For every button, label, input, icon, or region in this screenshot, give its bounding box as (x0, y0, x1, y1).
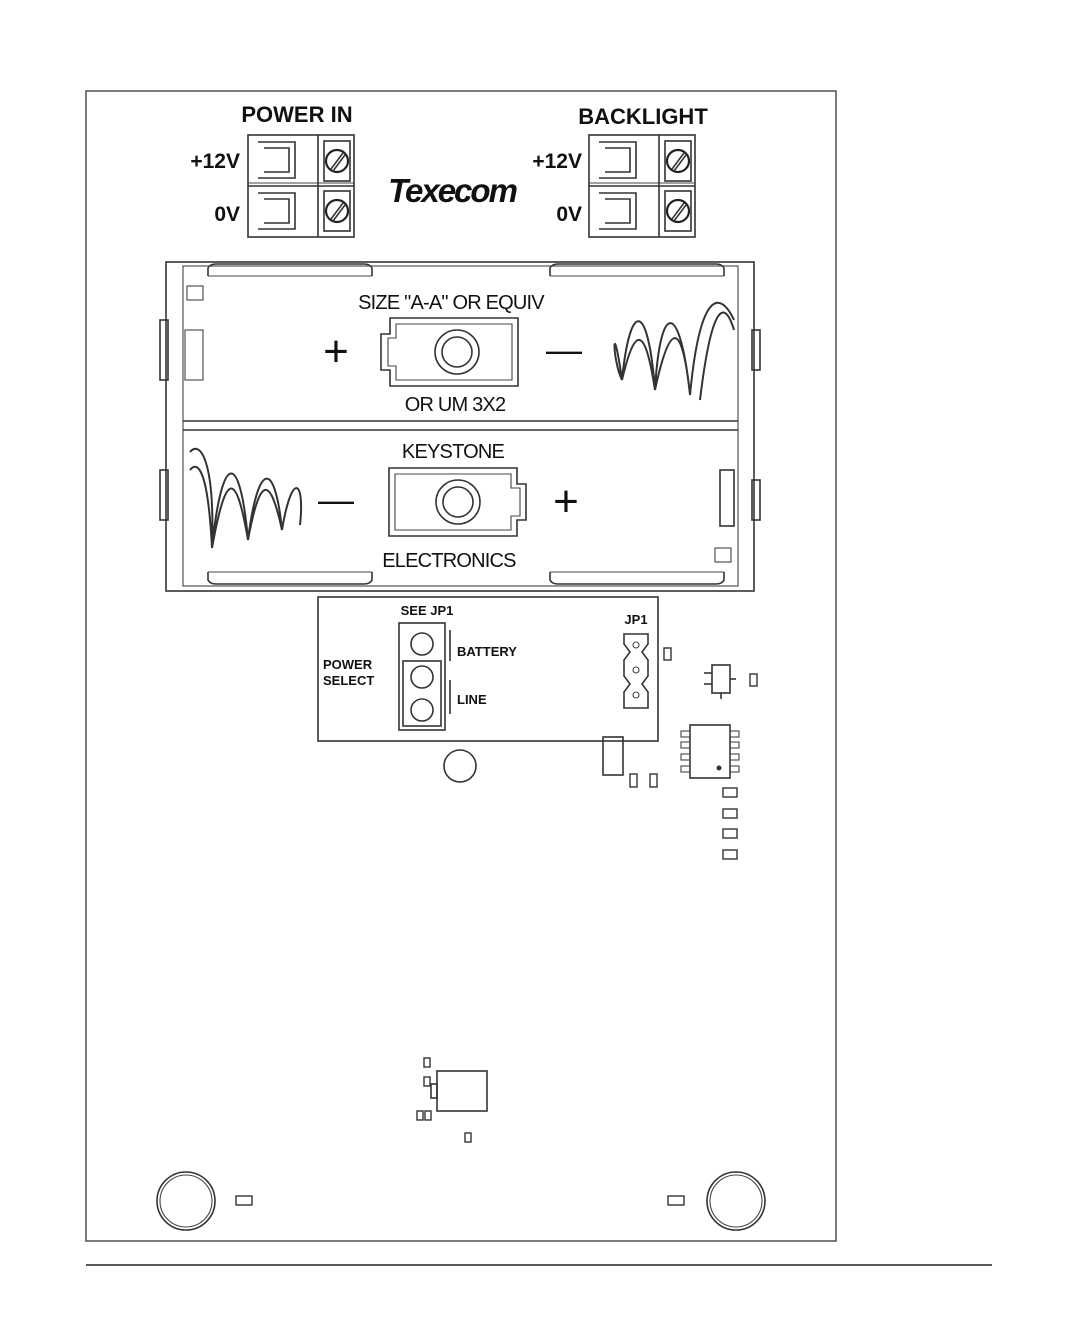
backlight-0v-label: 0V (556, 203, 582, 226)
backlight-title: BACKLIGHT (578, 104, 708, 129)
backlight-12v-label: +12V (532, 150, 582, 173)
smd-resistor (723, 809, 737, 818)
smd-resistor (723, 829, 737, 838)
battery-electronics-text: ELECTRONICS (382, 550, 516, 572)
power-in-12v-label: +12V (190, 150, 240, 173)
smd-pad (668, 1196, 684, 1205)
battery-keystone-text: KEYSTONE (402, 441, 505, 463)
battery-minus-top: — (546, 329, 582, 370)
jp1-label: JP1 (624, 612, 647, 627)
smd-pad (630, 774, 637, 787)
power-select-title-2: SELECT (323, 673, 374, 688)
battery-um-text: OR UM 3X2 (405, 394, 506, 416)
smd-pad (236, 1196, 252, 1205)
battery-plus-top: + (323, 327, 349, 376)
battery-minus-bottom: — (318, 479, 354, 520)
smd-pad (650, 774, 657, 787)
battery-size-text: SIZE "A-A" OR EQUIV (358, 292, 545, 314)
power-in-0v-label: 0V (214, 203, 240, 226)
battery-plus-bottom: + (553, 477, 579, 526)
smd-pad (750, 674, 757, 686)
battery-select-label: BATTERY (457, 644, 517, 659)
power-select-title-1: POWER (323, 657, 373, 672)
smd-resistor (723, 788, 737, 797)
texecom-logo: Texecom (388, 172, 517, 209)
smd-resistor (723, 850, 737, 859)
power-in-title: POWER IN (241, 102, 352, 127)
see-jp1-label: SEE JP1 (401, 603, 454, 618)
pcb-outline (86, 91, 836, 1241)
line-select-label: LINE (457, 692, 487, 707)
smd-pad (664, 648, 671, 660)
